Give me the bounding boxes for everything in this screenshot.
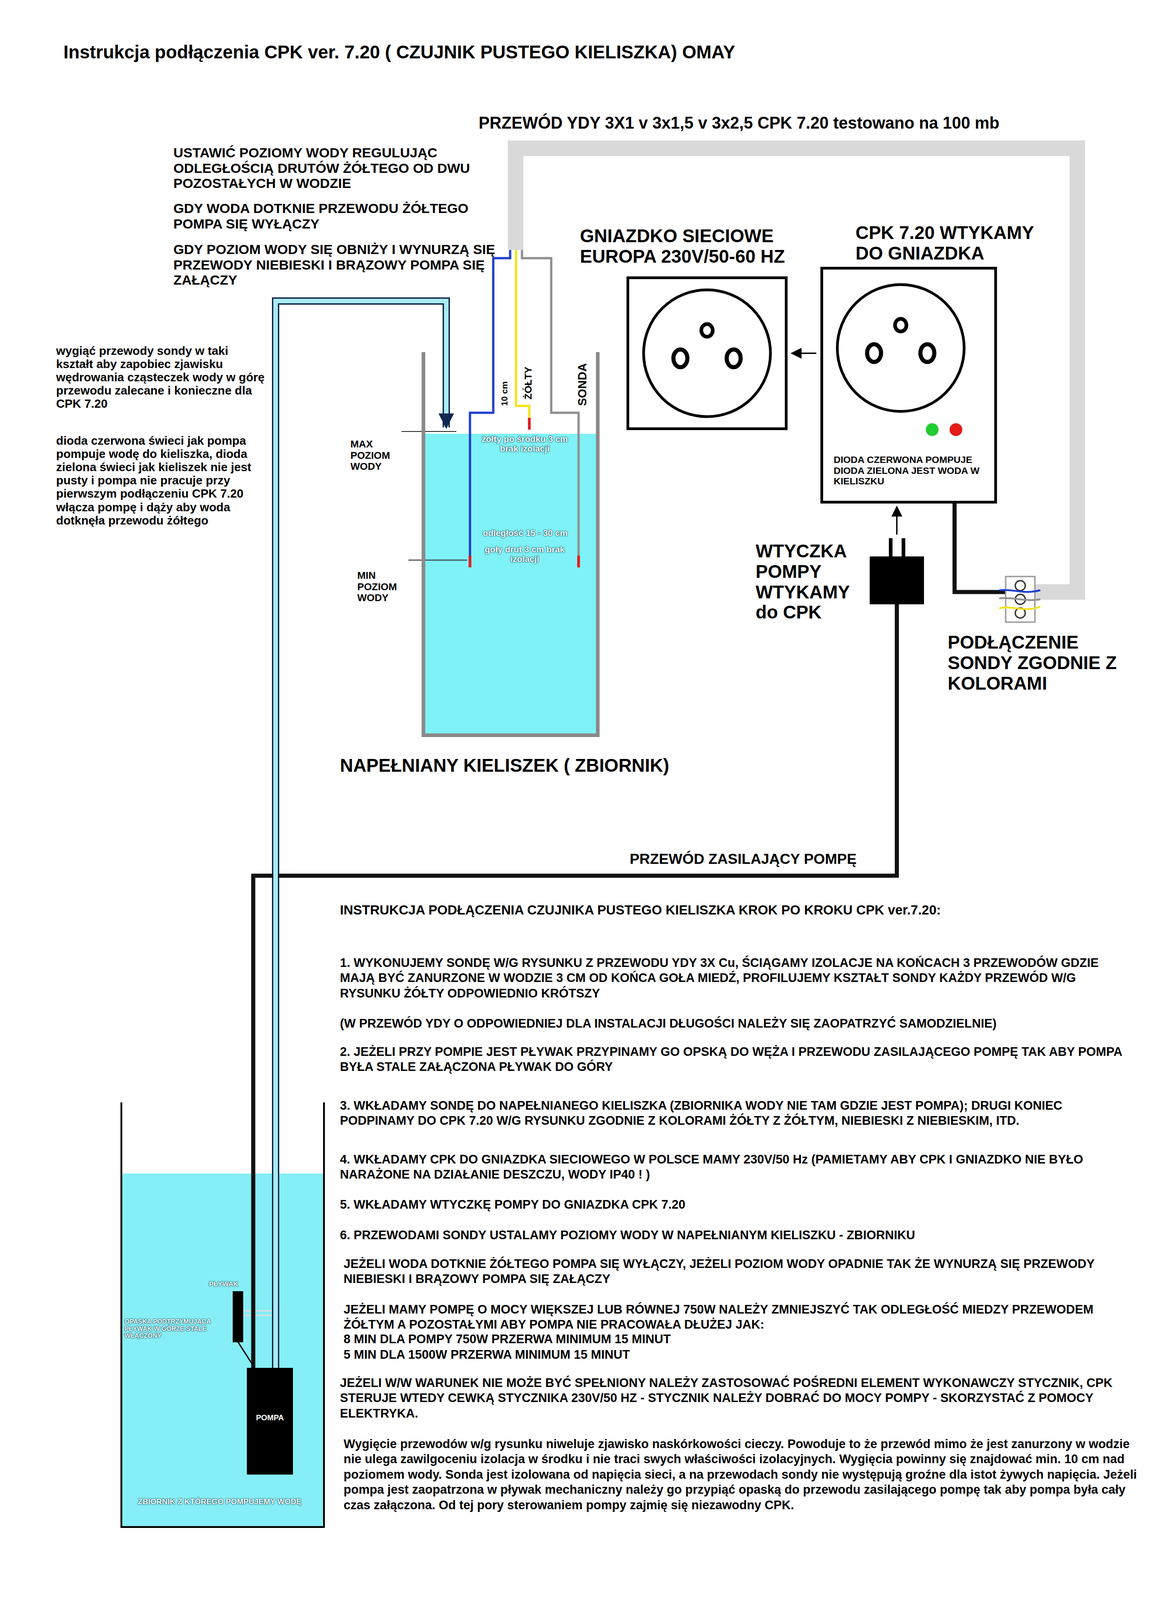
pump-body bbox=[246, 1368, 293, 1476]
wire-note: goły drut 3 cm brak izolacji bbox=[476, 544, 574, 565]
node-outline bbox=[120, 1102, 325, 1529]
socket-face bbox=[643, 290, 771, 418]
tank-water bbox=[121, 1174, 324, 1528]
node-outline bbox=[627, 277, 787, 429]
tank-outline bbox=[121, 1102, 324, 1528]
instruction-note: USTAWIĆ POZIOMY WODY REGULUJĄC ODLEGŁOŚC… bbox=[173, 145, 500, 192]
socket-hole bbox=[673, 349, 688, 368]
socket-outline bbox=[627, 277, 787, 429]
socket-hole bbox=[866, 344, 882, 363]
connector-label: PRZEWÓD ZASILAJĄCY POMPĘ bbox=[627, 851, 859, 868]
blue-wire bbox=[999, 589, 1041, 592]
earth-pin bbox=[894, 318, 907, 332]
instruction-step: JEŻELI W/W WARUNEK NIE MOŻE BYĆ SPEŁNION… bbox=[339, 1376, 1134, 1422]
instruction-step: 2. JEŻELI PRZY POMPIE JEST PŁYWAK PRZYPI… bbox=[339, 1044, 1134, 1076]
source-tank: POMPA PŁYWAK ZBIORNIK Z KTÓREGO POMPUJEMY … bbox=[120, 1102, 325, 1529]
node-outline bbox=[869, 538, 924, 605]
pump-power-cable bbox=[253, 604, 898, 1369]
instruction-step: 5. WKŁADAMY WTYCZKĘ POMPY DO GNIAZDKA CP… bbox=[339, 1197, 1134, 1213]
pump-label: POMPA bbox=[246, 1414, 293, 1423]
instruction-step: JEŻELI WODA DOTKNIE ŻÓŁTEGO POMPA SIĘ WY… bbox=[339, 1257, 1138, 1288]
pump-plug: WTYCZKA POMPY WTYKAMY do CPK bbox=[869, 538, 924, 605]
terminal-screw bbox=[1015, 580, 1026, 591]
socket-face bbox=[837, 284, 965, 412]
cpk-controller: CPK 7.20 WTYKAMY DO GNIAZDKADIODA CZERWO… bbox=[821, 268, 996, 503]
wire-name: ŻÓŁTY bbox=[522, 366, 535, 400]
plug-in-arrow bbox=[896, 506, 898, 535]
instruction-step: 4. WKŁADAMY CPK DO GNIAZDKA SIECIOWEGO W… bbox=[339, 1152, 1134, 1184]
plug-prong bbox=[901, 538, 906, 558]
probe-cable-ydy bbox=[515, 148, 1078, 593]
max-level-leader bbox=[401, 431, 457, 433]
float: PŁYWAK bbox=[232, 1291, 244, 1343]
bare-wire-tip bbox=[577, 555, 580, 568]
brown-probe-wire bbox=[521, 250, 579, 567]
earth-pin bbox=[701, 324, 713, 338]
terminal-block: PODŁĄCZENIE SONDY ZGODNIE Z KOLORAMI bbox=[1005, 576, 1035, 623]
page-title: Instrukcja podłączenia CPK ver. 7.20 ( C… bbox=[63, 41, 736, 63]
socket-hole bbox=[726, 349, 742, 368]
plug-prong bbox=[888, 538, 893, 558]
brown-wire bbox=[999, 598, 1041, 601]
float-body bbox=[232, 1291, 244, 1343]
dimension: 10 cm bbox=[499, 381, 510, 407]
tank-label: ZBIORNIK Z KTÓREGO POMPUJEMY WODĘ bbox=[137, 1498, 321, 1507]
pump: POMPA bbox=[246, 1368, 293, 1476]
instruction-note: GDY POZIOM WODY SIĘ OBNIŻY I WYNURZĄ SIĘ… bbox=[173, 241, 500, 288]
instruction-note: GDY WODA DOTKNIE PRZEWODU ŻÓŁTEGO POMPA … bbox=[173, 200, 500, 232]
instructions-heading: INSTRUKCJA PODŁĄCZENIA CZUJNIKA PUSTEGO … bbox=[339, 902, 1144, 919]
wire-note: żółty po środku 3 cm brak izolacji bbox=[477, 434, 573, 455]
level-label: MAX POZIOM WODY bbox=[350, 438, 413, 473]
side-note: wygiąć przewody sondy w taki kształt aby… bbox=[56, 344, 267, 412]
instruction-step: 3. WKŁADAMY SONDĘ DO NAPEŁNIANEGO KIELIS… bbox=[339, 1098, 1134, 1130]
level-label: MIN POZIOM WODY bbox=[357, 570, 415, 605]
yellow-probe-wire bbox=[516, 250, 530, 429]
float-label: PŁYWAK bbox=[208, 1280, 239, 1289]
red-led bbox=[949, 423, 963, 437]
band-note: OPASKA PODTRZYMUJĄCA PŁYWAK W GÓRZE STAL… bbox=[124, 1318, 229, 1341]
plug-body bbox=[869, 556, 924, 605]
green-led bbox=[925, 423, 939, 437]
connector-label: PRZEWÓD YDY 3X1 v 3x1,5 v 3x2,5 CPK 7.20… bbox=[476, 114, 1002, 133]
socket-hole bbox=[920, 344, 935, 363]
yellow-wire bbox=[999, 606, 1041, 610]
plug-in-arrow bbox=[791, 352, 817, 355]
node-outline bbox=[1005, 576, 1035, 623]
instruction-step: 5 MIN DLA 1500W PRZERWA MINIMUM 15 MINUT bbox=[339, 1347, 1138, 1363]
instruction-step: Wygięcie przewodów w/g rysunku niweluje … bbox=[339, 1437, 1138, 1514]
min-level-leader bbox=[408, 559, 468, 561]
device-heading: CPK 7.20 WTYKAMY DO GNIAZDKA bbox=[855, 222, 1057, 264]
led-legend: DIODA CZERWONA POMPUJE DIODA ZIELONA JES… bbox=[833, 454, 992, 487]
instruction-step: 8 MIN DLA POMPY 750W PRZERWA MINIMUM 15 … bbox=[339, 1332, 1138, 1348]
instruction-step: (W PRZEWÓD YDY O ODPOWIEDNIEJ DLA INSTAL… bbox=[339, 1016, 1134, 1032]
glass-water bbox=[423, 433, 598, 736]
part-name: SONDA bbox=[575, 363, 590, 407]
bare-wire-tip bbox=[468, 555, 472, 568]
node-outline bbox=[232, 1291, 244, 1343]
glass-outline bbox=[423, 352, 598, 736]
sensor-cable bbox=[954, 502, 1006, 593]
bare-wire-tip bbox=[527, 417, 531, 430]
socket-heading: GNIAZDKO SIECIOWE EUROPA 230V/50-60 HZ bbox=[579, 225, 818, 267]
plug-label: WTYCZKA POMPY WTYKAMY do CPK bbox=[755, 541, 861, 623]
instruction-step: JEŻELI MAMY POMPĘ O MOCY WIĘKSZEJ LUB RÓ… bbox=[339, 1302, 1138, 1334]
instruction-step: 1. WYKONUJEMY SONDĘ W/G RYSUNKU Z PRZEWO… bbox=[339, 955, 1134, 1002]
dimension: odległość 15 - 30 cm bbox=[473, 528, 577, 538]
cpk-housing bbox=[821, 268, 996, 503]
terminal-label: PODŁĄCZENIE SONDY ZGODNIE Z KOLORAMI bbox=[947, 632, 1131, 694]
wall-socket: GNIAZDKO SIECIOWE EUROPA 230V/50-60 HZ bbox=[627, 277, 787, 429]
tank-heading: NAPEŁNIANY KIELISZEK ( ZBIORNIK) bbox=[339, 755, 670, 777]
side-note: dioda czerwona świeci jak pompa pompuje … bbox=[56, 434, 267, 528]
instruction-step: 6. PRZEWODAMI SONDY USTALAMY POZIOMY WOD… bbox=[339, 1228, 1134, 1244]
blue-probe-wire bbox=[469, 250, 511, 567]
